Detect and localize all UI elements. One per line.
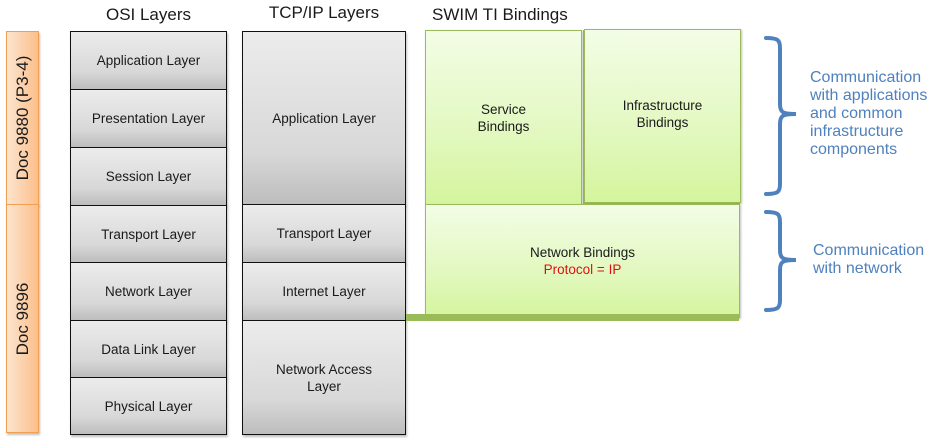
doc-9880-label: Doc 9880 (P3-4): [12, 55, 32, 181]
tcpip-title: TCP/IP Layers: [268, 3, 380, 22]
swim-title: SWIM TI Bindings: [432, 5, 568, 24]
tcpip-transport-layer: Transport Layer: [242, 204, 406, 263]
doc-9880-bar: Doc 9880 (P3-4): [6, 31, 39, 205]
osi-network-layer: Network Layer: [70, 262, 227, 321]
osi-application-layer: Application Layer: [70, 31, 227, 90]
tcpip-internet-layer: Internet Layer: [242, 262, 406, 321]
osi-session-layer: Session Layer: [70, 147, 227, 206]
osi-data-link-layer: Data Link Layer: [70, 320, 227, 378]
osi-physical-layer: Physical Layer: [70, 377, 227, 435]
network-connector-bar: [406, 314, 739, 321]
doc-9896-label: Doc 9896: [12, 282, 32, 355]
service-bindings-label: Service Bindings: [477, 101, 530, 134]
brace-lower-icon: [764, 210, 797, 312]
protocol-label: Protocol = IP: [543, 262, 622, 277]
network-bindings-box: Network Bindings Protocol = IP: [425, 204, 740, 318]
doc-9896-bar: Doc 9896: [6, 204, 39, 433]
infrastructure-bindings-box: Infrastructure Bindings: [584, 29, 741, 203]
tcpip-application-layer: Application Layer: [242, 31, 406, 205]
service-bindings-box: Service Bindings: [425, 30, 582, 205]
infrastructure-bindings-label: Infrastructure Bindings: [622, 98, 703, 130]
network-bindings-label: Network Bindings: [529, 245, 636, 260]
brace-upper-icon: [764, 36, 797, 196]
annotation-applications: Communication with applications and comm…: [810, 69, 928, 158]
tcpip-network-access-layer: Network Access Layer: [242, 320, 406, 435]
osi-title: OSI Layers: [105, 5, 192, 24]
osi-transport-layer: Transport Layer: [70, 205, 227, 263]
annotation-network: Communication with network: [813, 242, 925, 277]
osi-presentation-layer: Presentation Layer: [70, 89, 227, 148]
